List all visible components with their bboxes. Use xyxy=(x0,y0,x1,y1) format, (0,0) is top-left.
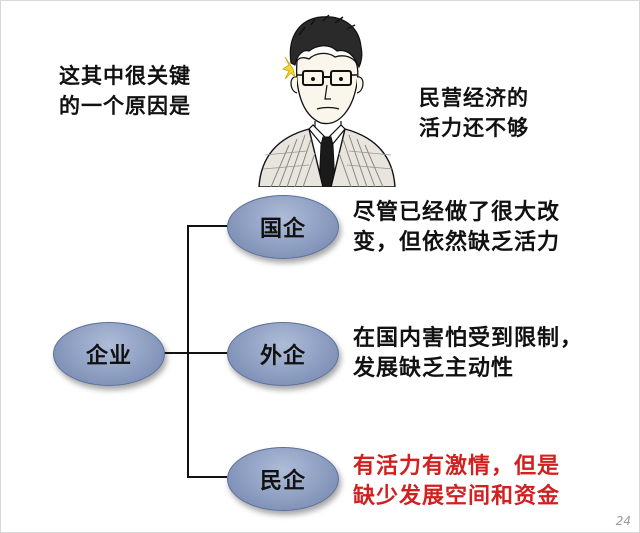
intro-right-line2: 活力还不够 xyxy=(419,115,529,140)
connector-root-stub xyxy=(164,352,187,354)
connector-branch-2 xyxy=(187,352,227,354)
desc-foreign-line1: 在国内害怕受到限制， xyxy=(353,325,584,351)
desc-state-owned-line2: 变，但依然缺乏活力 xyxy=(353,229,561,255)
node-foreign: 外企 xyxy=(227,322,339,386)
node-private: 民企 xyxy=(227,447,339,511)
intro-left-text: 这其中很关键 的一个原因是 xyxy=(59,61,191,121)
cartoon-man-illustration xyxy=(258,14,396,187)
desc-state-owned-line1: 尽管已经做了很大改 xyxy=(353,199,561,225)
node-state-owned: 国企 xyxy=(227,195,339,259)
connector-branch-3 xyxy=(187,476,227,478)
node-state-owned-label: 国企 xyxy=(259,216,306,242)
desc-foreign: 在国内害怕受到限制， 发展缺乏主动性 xyxy=(353,323,583,383)
node-root-label: 企业 xyxy=(85,343,132,369)
intro-right-line1: 民营经济的 xyxy=(419,85,529,110)
intro-left-line2: 的一个原因是 xyxy=(59,93,191,118)
desc-state-owned: 尽管已经做了很大改 变，但依然缺乏活力 xyxy=(353,197,560,257)
page-number: 24 xyxy=(615,514,631,528)
connector-vertical-bar xyxy=(187,225,189,478)
desc-private: 有活力有激情，但是 缺少发展空间和资金 xyxy=(353,451,560,511)
node-foreign-label: 外企 xyxy=(259,343,306,369)
intro-left-line1: 这其中很关键 xyxy=(59,63,191,88)
connector-branch-1 xyxy=(187,225,227,227)
node-private-label: 民企 xyxy=(259,468,306,494)
intro-right-text: 民营经济的 活力还不够 xyxy=(419,83,529,143)
desc-private-line1: 有活力有激情，但是 xyxy=(353,453,561,479)
desc-foreign-line2: 发展缺乏主动性 xyxy=(353,355,515,381)
desc-private-line2: 缺少发展空间和资金 xyxy=(353,483,561,509)
node-root-enterprise: 企业 xyxy=(53,322,165,386)
